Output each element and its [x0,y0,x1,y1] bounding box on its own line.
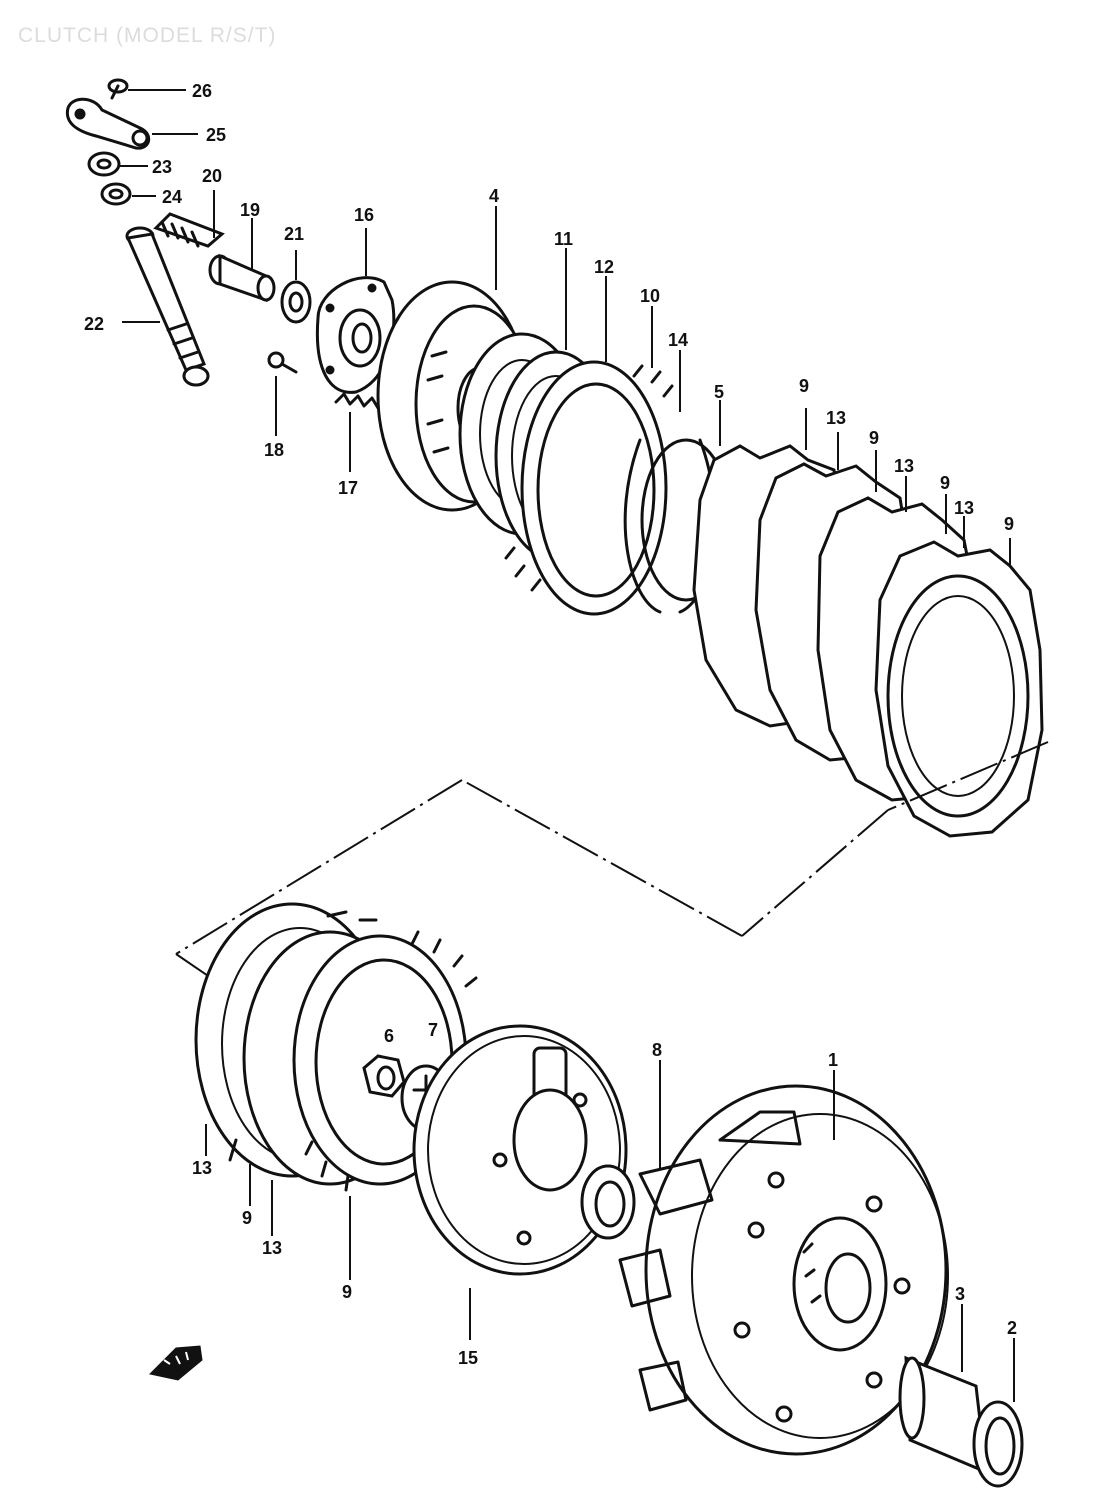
label-part-9e: 9 [242,1208,252,1228]
label-part-16: 16 [354,205,374,225]
label-part-13a: 13 [826,408,846,428]
part-washer-2 [972,1338,1024,1488]
label-part-9a: 9 [799,376,809,396]
part-bearing-21 [280,250,312,324]
part-spring-rod-20 [153,190,225,248]
label-part-1: 1 [828,1050,838,1070]
label-part-25: 25 [206,125,226,145]
label-part-20: 20 [202,166,222,186]
label-part-6: 6 [384,1026,394,1046]
label-part-8: 8 [652,1040,662,1060]
part-release-arm-25 [65,97,198,150]
label-part-13e: 13 [262,1238,282,1258]
part-screw-26 [107,78,186,100]
label-part-13d: 13 [192,1158,212,1178]
part-release-shaft-22 [122,226,210,387]
part-thrust-washer-8 [580,1060,661,1240]
label-part-4: 4 [489,186,499,206]
label-part-14: 14 [668,330,688,350]
part-primary-driven-gear-15 [412,1024,628,1340]
label-part-9d: 9 [1004,514,1014,534]
label-part-15: 15 [458,1348,478,1368]
label-part-11: 11 [554,229,573,249]
part-bolt-18 [267,351,298,436]
part-plate-stack [692,408,1044,838]
label-part-21: 21 [284,224,304,244]
label-part-9f: 9 [342,1282,352,1302]
label-part-13c: 13 [954,498,974,518]
label-part-12: 12 [594,257,614,277]
label-part-3: 3 [955,1284,965,1304]
label-part-17: 17 [338,478,358,498]
part-push-piece-19 [208,218,276,303]
label-part-9b: 9 [869,428,879,448]
part-washer-24 [100,182,156,206]
part-pressure-plate-16 [315,228,396,394]
label-part-13b: 13 [894,456,914,476]
part-clutch-housing-1 [618,1070,949,1456]
front-direction-icon [148,1345,203,1381]
label-part-9c: 9 [940,473,950,493]
label-part-26: 26 [192,81,212,101]
label-part-7: 7 [428,1020,438,1040]
label-part-24: 24 [162,187,182,207]
part-nut-6 [362,1054,406,1098]
part-spacer-3 [898,1304,988,1475]
label-part-19: 19 [240,200,260,220]
label-part-5: 5 [714,382,724,402]
label-part-22: 22 [84,314,104,334]
label-part-23: 23 [152,157,172,177]
label-part-18: 18 [264,440,284,460]
page-title: CLUTCH (MODEL R/S/T) [18,24,277,47]
label-part-2: 2 [1007,1318,1017,1338]
label-part-10: 10 [640,286,660,306]
part-spring-17 [334,392,380,472]
part-nut-23 [87,151,148,177]
